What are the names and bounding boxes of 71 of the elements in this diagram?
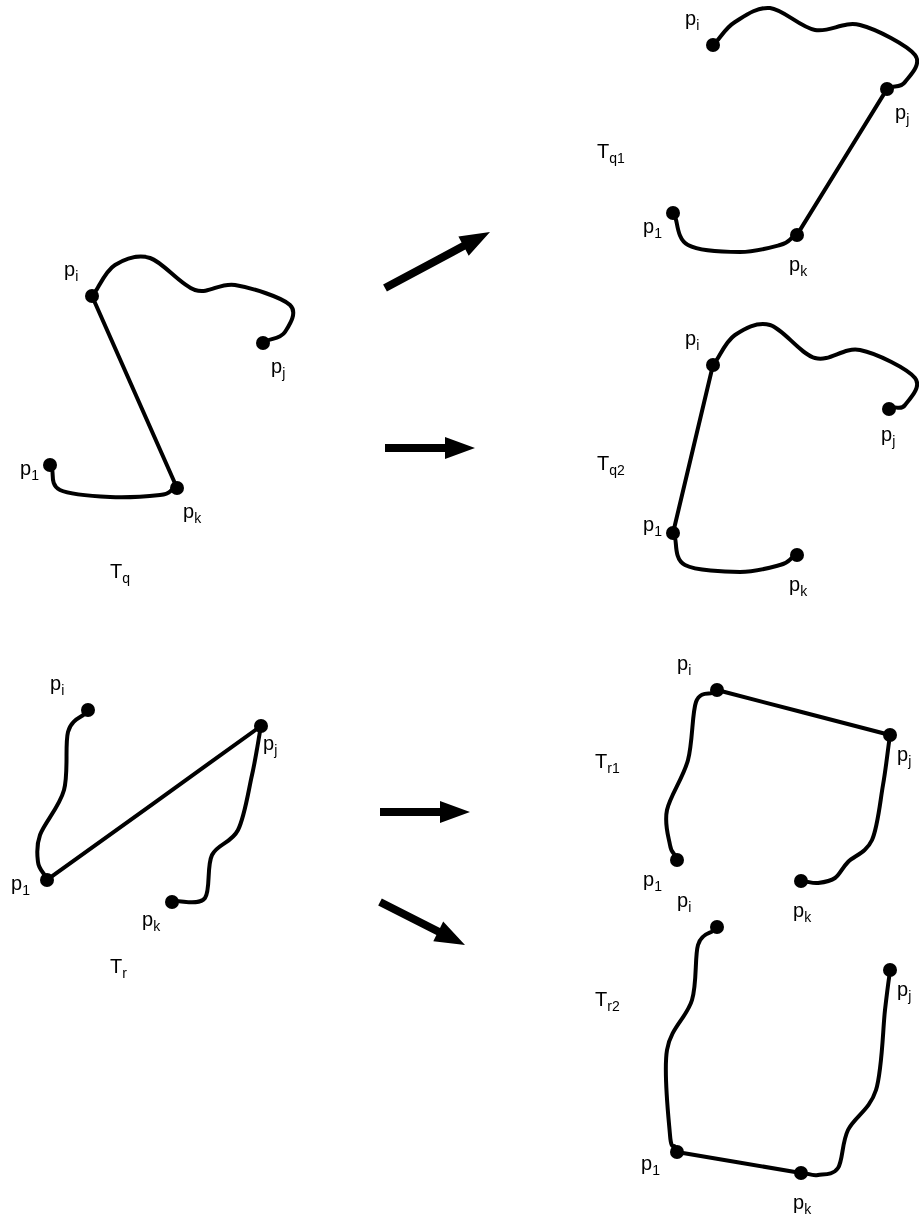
point-label: p$_{i}$	[685, 7, 700, 35]
point-dot	[706, 38, 720, 52]
point-label: p$_{j}$	[897, 978, 912, 1006]
curved-path	[806, 740, 892, 886]
connecting-line	[682, 1151, 796, 1174]
point-dot	[794, 1166, 808, 1180]
point-dot	[794, 874, 808, 888]
point-label: p$_{i}$	[64, 258, 79, 286]
point-dot	[85, 289, 99, 303]
tree-label: T$_{r}$	[110, 955, 127, 983]
point-label: p$_{k}$	[793, 1191, 812, 1219]
point-label: p$_{1}$	[641, 1152, 660, 1180]
point-dot	[256, 336, 270, 350]
point-dot	[254, 719, 268, 733]
point-dot	[165, 895, 179, 909]
point-label: p$_{j}$	[895, 101, 910, 129]
point-label: p$_{i}$	[677, 652, 692, 680]
point-label: p$_{1}$	[11, 872, 30, 900]
point-dot	[710, 683, 724, 697]
point-dot	[170, 481, 184, 495]
point-dot	[666, 206, 680, 220]
curved-path	[663, 929, 714, 1149]
tree-label: T$_{r2}$	[595, 988, 620, 1016]
point-label: p$_{j}$	[897, 743, 912, 771]
connecting-line	[798, 93, 886, 231]
tree-label: T$_{q2}$	[597, 452, 625, 480]
curved-path	[806, 975, 892, 1178]
point-label: p$_{1}$	[643, 215, 662, 243]
tree-label: T$_{q1}$	[597, 140, 625, 168]
point-label: p$_{j}$	[881, 423, 896, 451]
tree-label: T$_{r1}$	[595, 750, 620, 778]
point-dot	[43, 458, 57, 472]
point-label: p$_{1}$	[643, 513, 662, 541]
curved-path	[715, 5, 919, 89]
point-dot	[710, 920, 724, 934]
point-dot	[40, 873, 54, 887]
curved-path	[673, 538, 794, 574]
point-dot	[790, 548, 804, 562]
point-label: p$_{k}$	[183, 500, 202, 528]
curved-path	[177, 731, 262, 905]
curved-path	[664, 691, 713, 856]
connecting-line	[672, 370, 714, 528]
point-dot	[706, 358, 720, 372]
point-dot	[883, 963, 897, 977]
point-dot	[880, 82, 894, 96]
connecting-line	[50, 727, 258, 879]
point-dot	[670, 1145, 684, 1159]
point-dot	[666, 526, 680, 540]
point-label: p$_{j}$	[271, 355, 286, 383]
point-label: p$_{k}$	[789, 573, 808, 601]
connecting-line	[722, 689, 885, 736]
point-label: p$_{i}$	[685, 327, 700, 355]
curved-path	[35, 712, 86, 876]
connecting-line	[92, 300, 177, 484]
tree-label: T$_{q}$	[110, 560, 130, 588]
point-dot	[883, 728, 897, 742]
point-dot	[81, 703, 95, 717]
curved-path	[673, 217, 794, 254]
point-label: p$_{1}$	[643, 868, 662, 896]
point-dot	[670, 853, 684, 867]
point-label: p$_{j}$	[263, 732, 278, 760]
point-dot	[882, 402, 896, 416]
point-label: p$_{i}$	[677, 889, 692, 917]
point-label: p$_{k}$	[142, 908, 161, 936]
point-label: p$_{1}$	[20, 457, 39, 485]
point-label: p$_{k}$	[789, 253, 808, 281]
point-label: p$_{i}$	[50, 672, 65, 700]
curved-path	[93, 254, 296, 343]
point-label: p$_{k}$	[793, 899, 812, 927]
point-dot	[790, 228, 804, 242]
curved-path	[714, 322, 919, 410]
